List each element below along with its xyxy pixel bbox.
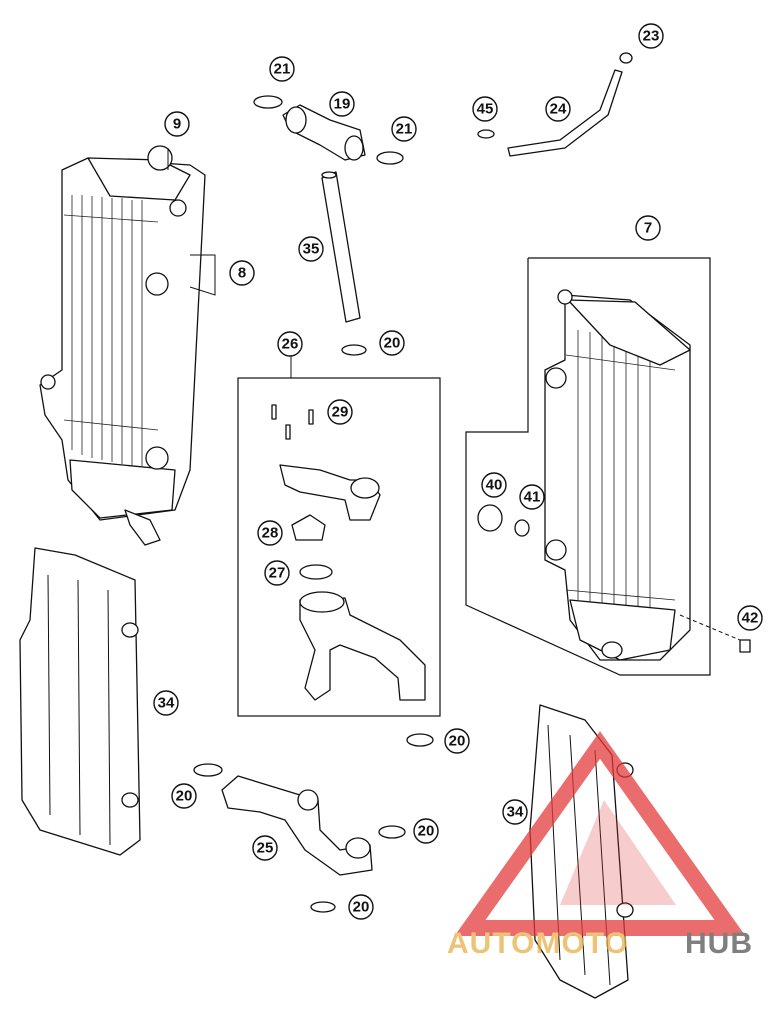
svg-text:20: 20 xyxy=(176,788,193,805)
callout-35: 35 xyxy=(298,236,324,262)
callout-41: 41 xyxy=(519,484,545,510)
callout-23: 23 xyxy=(638,23,664,49)
callout-20c: 20 xyxy=(171,783,197,809)
callout-27: 27 xyxy=(264,560,290,586)
callout-45: 45 xyxy=(472,96,498,122)
svg-text:45: 45 xyxy=(477,101,494,118)
svg-text:34: 34 xyxy=(158,695,175,712)
callout-42: 42 xyxy=(737,605,763,631)
svg-text:27: 27 xyxy=(269,565,286,582)
watermark-text-2: HUB xyxy=(685,927,753,960)
left-shroud xyxy=(19,547,141,856)
upper-hose-assembly xyxy=(253,95,404,356)
callout-21a: 21 xyxy=(269,56,295,82)
svg-text:40: 40 xyxy=(486,477,503,494)
svg-text:20: 20 xyxy=(353,899,370,916)
callout-20e: 20 xyxy=(348,894,374,920)
callout-25: 25 xyxy=(252,835,278,861)
callout-40: 40 xyxy=(481,472,507,498)
svg-text:25: 25 xyxy=(257,840,274,857)
svg-text:29: 29 xyxy=(332,404,349,421)
callout-26: 26 xyxy=(277,331,303,357)
callout-20a: 20 xyxy=(379,330,405,356)
svg-text:21: 21 xyxy=(396,121,413,138)
callout-21b: 21 xyxy=(391,116,417,142)
svg-text:20: 20 xyxy=(384,335,401,352)
watermark-logo: AUTOMOTO HUB xyxy=(447,731,753,960)
svg-text:28: 28 xyxy=(262,525,279,542)
svg-text:42: 42 xyxy=(742,610,759,627)
svg-text:9: 9 xyxy=(173,116,181,133)
left-radiator xyxy=(39,145,216,546)
lower-hose xyxy=(193,733,434,913)
svg-text:20: 20 xyxy=(418,823,435,840)
svg-text:34: 34 xyxy=(507,804,524,821)
callout-9: 9 xyxy=(164,111,190,137)
svg-text:41: 41 xyxy=(524,489,541,506)
watermark-text-1: AUTOMOTO xyxy=(447,927,629,960)
callout-19: 19 xyxy=(329,91,355,117)
callout-7: 7 xyxy=(635,215,661,241)
callout-20b: 20 xyxy=(444,728,470,754)
callout-20d: 20 xyxy=(413,818,439,844)
callout-24: 24 xyxy=(545,96,571,122)
overflow-hose xyxy=(477,52,633,157)
callout-28: 28 xyxy=(257,520,283,546)
svg-text:21: 21 xyxy=(274,61,291,78)
svg-text:19: 19 xyxy=(334,96,351,113)
svg-text:20: 20 xyxy=(449,733,466,750)
thermostat-assembly xyxy=(237,356,441,717)
svg-text:7: 7 xyxy=(644,220,652,237)
svg-text:24: 24 xyxy=(550,101,567,118)
svg-text:8: 8 xyxy=(238,265,246,282)
callout-34b: 34 xyxy=(502,799,528,825)
callout-8: 8 xyxy=(229,260,255,286)
svg-text:35: 35 xyxy=(303,241,320,258)
right-radiator xyxy=(465,257,751,676)
callout-34a: 34 xyxy=(153,690,179,716)
svg-text:23: 23 xyxy=(643,28,660,45)
svg-text:26: 26 xyxy=(282,336,299,353)
callout-29: 29 xyxy=(327,399,353,425)
